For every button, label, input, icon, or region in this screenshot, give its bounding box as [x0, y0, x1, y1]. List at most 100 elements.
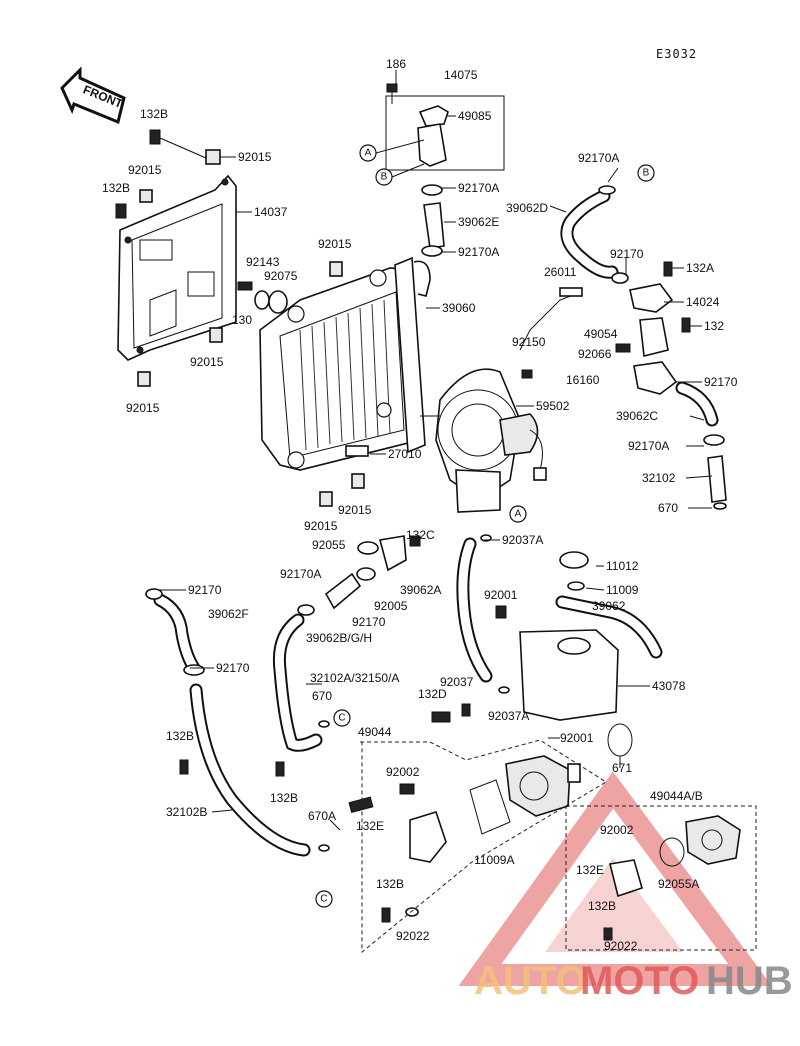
label-92005: 92005 — [374, 599, 408, 613]
part-labels: 186 14075 49085 132B 92015 92015 132B 14… — [102, 57, 738, 953]
label-11009A: 11009A — [474, 853, 514, 867]
watermark-text: AUTO MOTO HUB — [474, 959, 793, 1003]
label-43078: 43078 — [652, 679, 686, 693]
label-92002-b: 92002 — [600, 823, 634, 837]
label-92015-e: 92015 — [126, 401, 160, 415]
label-49054: 49054 — [584, 327, 618, 341]
watermark-part2: MOTO — [580, 959, 699, 1003]
thermostat-housing — [519, 261, 691, 395]
callout-A-1: A — [359, 139, 425, 162]
callout-C-2: C — [315, 890, 333, 908]
hose-32102A — [272, 567, 376, 752]
label-92015-g: 92015 — [338, 503, 372, 517]
fan-assembly — [435, 368, 547, 513]
svg-text:C: C — [320, 894, 327, 905]
label-14024: 14024 — [686, 295, 720, 309]
callout-B-2: B — [637, 164, 655, 182]
label-132-r: 132 — [704, 319, 724, 333]
label-92022-b: 92022 — [604, 939, 638, 953]
pipe-39062A — [456, 537, 493, 683]
callout-C-1: C — [333, 709, 351, 727]
label-670-b: 670 — [312, 689, 332, 703]
svg-text:B: B — [643, 168, 650, 179]
label-92015-a: 92015 — [238, 150, 272, 164]
label-92015-d: 92015 — [190, 355, 224, 369]
label-132B-c: 132B — [166, 729, 194, 743]
svg-text:B: B — [381, 172, 388, 183]
radiator — [259, 256, 431, 471]
label-132C: 132C — [406, 528, 435, 542]
label-186: 186 — [386, 57, 406, 71]
label-132B-e: 132B — [376, 877, 404, 891]
label-92075: 92075 — [264, 269, 298, 283]
leader-lines — [159, 70, 713, 831]
label-11012: 11012 — [606, 559, 639, 573]
reservoir-tank — [495, 551, 663, 757]
label-92022-a: 92022 — [396, 929, 430, 943]
label-92143: 92143 — [246, 255, 280, 269]
label-14075: 14075 — [444, 68, 478, 82]
hose-39062C — [675, 381, 727, 510]
label-92170A-e: 92170A — [280, 567, 321, 581]
label-39062C: 39062C — [616, 409, 658, 423]
radiator-shroud — [117, 174, 237, 361]
front-arrow-icon: FRONT — [60, 66, 126, 125]
label-92015-b: 92015 — [128, 163, 162, 177]
label-16160: 16160 — [566, 373, 600, 387]
label-92001-b: 92001 — [560, 731, 594, 745]
label-26011: 26011 — [544, 265, 577, 279]
label-39062: 39062 — [592, 599, 626, 613]
label-14037: 14037 — [254, 205, 288, 219]
label-92055A: 92055A — [658, 877, 699, 891]
hose-32102B — [145, 588, 311, 857]
label-132B-top: 132B — [140, 107, 168, 121]
label-39062BGH: 39062B/G/H — [306, 631, 372, 645]
label-92037: 92037 — [440, 675, 474, 689]
label-92066: 92066 — [578, 347, 612, 361]
label-39062D: 39062D — [506, 201, 548, 215]
label-132E-a: 132E — [356, 819, 384, 833]
label-32102B: 32102B — [166, 805, 207, 819]
label-92015-c: 92015 — [318, 237, 352, 251]
label-92015-f: 92015 — [304, 519, 338, 533]
label-49085: 49085 — [458, 109, 492, 123]
label-132B-f: 132B — [588, 899, 616, 913]
label-92170A-d: 92170A — [628, 439, 669, 453]
label-92170A-c: 92170A — [578, 151, 619, 165]
svg-text:C: C — [338, 713, 345, 724]
label-92170A-b: 92170A — [458, 245, 499, 259]
hose-39062D — [560, 185, 629, 284]
label-92170-e: 92170 — [216, 661, 250, 675]
label-132E-b: 132E — [576, 863, 604, 877]
watermark-logo — [458, 771, 772, 986]
callout-B-1: B — [375, 163, 425, 186]
label-32102A: 32102A/32150/A — [310, 671, 399, 685]
label-27010: 27010 — [388, 447, 422, 461]
diagram-code: E3032 — [656, 47, 697, 61]
svg-text:A: A — [365, 148, 372, 159]
label-671: 671 — [612, 761, 632, 775]
clips — [115, 129, 369, 507]
watermark-part3: HUB — [706, 959, 793, 1003]
label-39062E: 39062E — [458, 215, 499, 229]
label-59502: 59502 — [536, 399, 570, 413]
label-670-a: 670 — [658, 501, 678, 515]
hose-39062E — [421, 184, 445, 257]
label-92002-a: 92002 — [386, 765, 420, 779]
svg-text:A: A — [515, 509, 522, 520]
label-92170A-a: 92170A — [458, 181, 499, 195]
label-92055: 92055 — [312, 538, 346, 552]
label-92170-a: 92170 — [610, 247, 644, 261]
label-92170-b: 92170 — [704, 375, 738, 389]
label-132A: 132A — [686, 261, 714, 275]
label-39062A: 39062A — [400, 583, 441, 597]
label-92001-a: 92001 — [484, 588, 518, 602]
label-92037A-b: 92037A — [488, 709, 529, 723]
fitting-92055 — [357, 535, 421, 572]
label-132D: 132D — [418, 687, 447, 701]
label-92170-c: 92170 — [188, 583, 222, 597]
label-32102: 32102 — [642, 471, 676, 485]
label-49044: 49044 — [358, 725, 392, 739]
watermark-part1: AUTO — [474, 959, 587, 1003]
label-92150: 92150 — [512, 335, 546, 349]
